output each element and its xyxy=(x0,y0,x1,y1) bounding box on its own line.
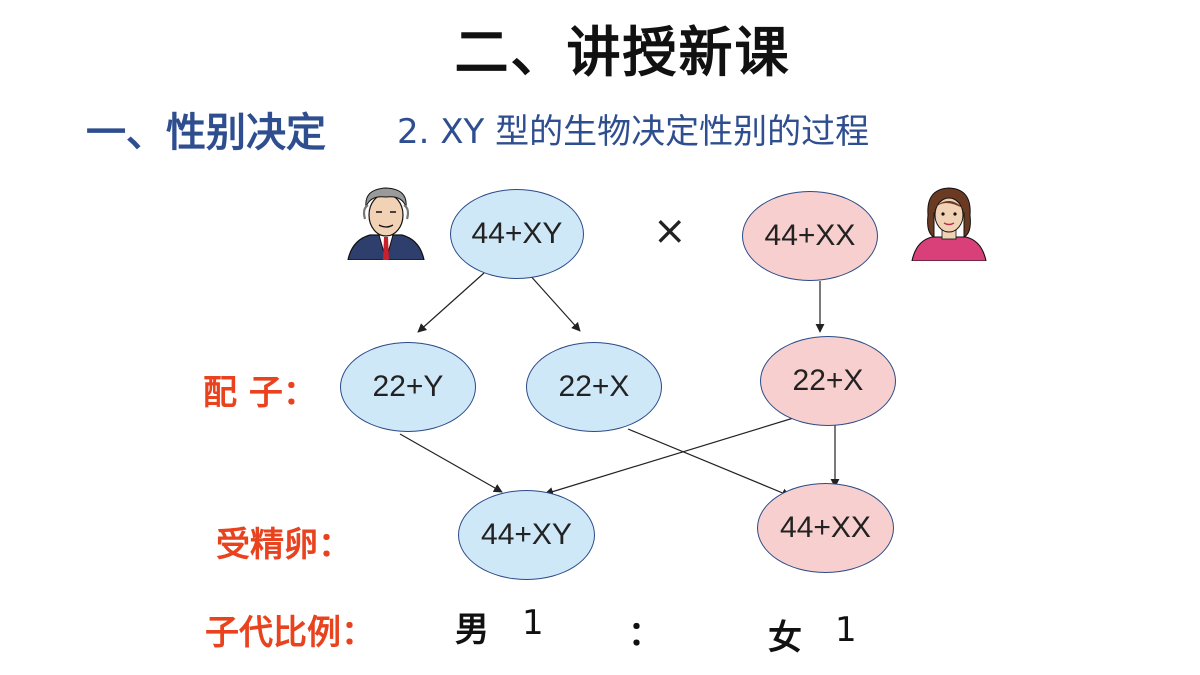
zygote-male-node: 44+XY xyxy=(458,490,595,580)
gamete-x-node: 22+X xyxy=(526,342,662,432)
cross-symbol: × xyxy=(653,208,687,254)
arrow-gamete-x-to-zygote-female xyxy=(627,428,791,498)
offspring-ratio-label: 子代比例： xyxy=(205,613,375,653)
arrow-gamete-y-to-zygote-male xyxy=(399,433,503,493)
arrow-egg-to-zygote-male xyxy=(544,415,801,496)
ratio-separator: ： xyxy=(628,614,662,654)
slide-title: 二、讲授新课 xyxy=(454,21,791,84)
female-count: 1 xyxy=(835,610,857,650)
egg-x-node: 22+X xyxy=(760,336,896,426)
arrow-male-to-gamete-y xyxy=(417,272,485,333)
gamete-y-node: 22+Y xyxy=(340,342,476,432)
gametes-label: 配 子： xyxy=(203,373,317,413)
zygote-female-node: 44+XX xyxy=(757,483,894,573)
female-word: 女 xyxy=(768,618,802,658)
section-heading: 一、性别决定 xyxy=(86,110,326,156)
male-word: 男 xyxy=(455,610,489,650)
male-count: 1 xyxy=(522,603,544,643)
parent-male-node: 44+XY xyxy=(450,189,584,279)
subtitle: 2. XY 型的生物决定性别的过程 xyxy=(397,112,870,152)
zygote-label: 受精卵： xyxy=(216,525,352,565)
woman-portrait-icon xyxy=(911,187,987,261)
arrow-male-to-gamete-x xyxy=(527,272,581,332)
man-portrait-icon xyxy=(347,187,425,260)
parent-female-node: 44+XX xyxy=(742,191,878,281)
